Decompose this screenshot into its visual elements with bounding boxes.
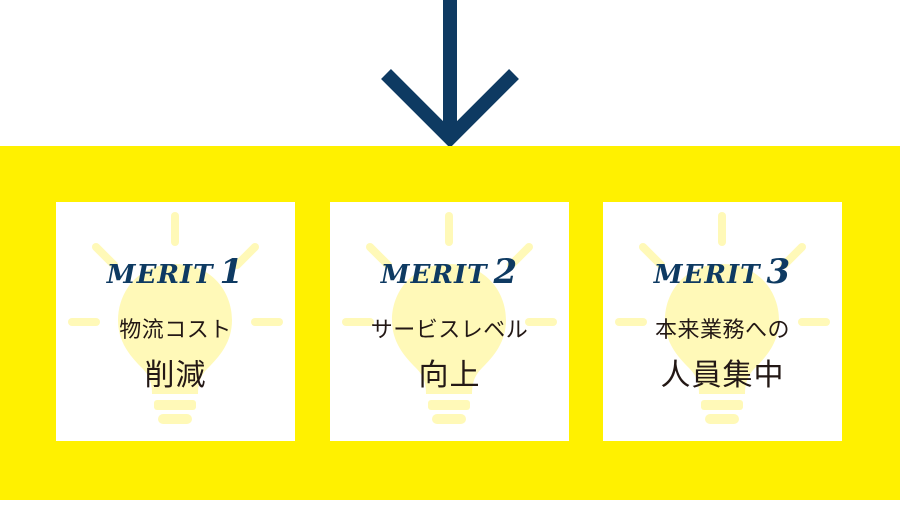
merit-number: 2 bbox=[493, 252, 519, 292]
merit-number: 1 bbox=[219, 252, 245, 292]
lightbulb-icon bbox=[615, 212, 830, 424]
merit-word: MERIT bbox=[653, 260, 761, 290]
lightbulb-icon bbox=[68, 212, 283, 424]
merit-word: MERIT bbox=[106, 260, 214, 290]
merit-line-1: 本来業務への bbox=[654, 318, 790, 343]
arrow-down-icon bbox=[381, 0, 519, 146]
merit-line-2: 向上 bbox=[418, 358, 481, 393]
merit-number: 3 bbox=[766, 252, 792, 292]
merit-line-2: 人員集中 bbox=[660, 358, 785, 393]
merit-line-2: 削減 bbox=[144, 358, 207, 393]
merit-word: MERIT bbox=[380, 260, 488, 290]
merit-line-1: 物流コスト bbox=[119, 318, 232, 343]
lightbulb-icon bbox=[342, 212, 557, 424]
merit-line-1: サービスレベル bbox=[370, 318, 529, 343]
